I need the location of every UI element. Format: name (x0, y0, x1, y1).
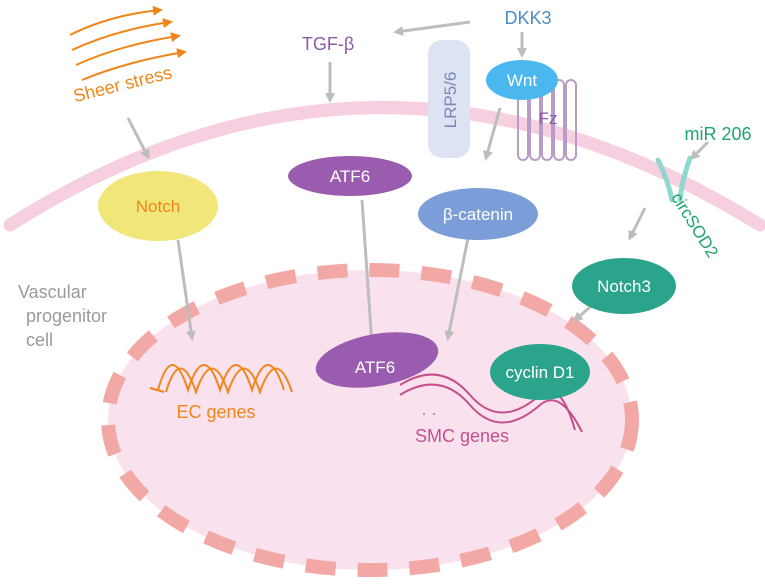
lrp-label: LRP5/6 (441, 72, 460, 129)
notch-label: Notch (136, 197, 180, 216)
cyclin-d1-node (490, 344, 590, 400)
sheer-stress-label: Sheer stress (71, 62, 174, 106)
wnt-label: Wnt (507, 71, 538, 90)
vascular-cell-line1: Vascular (18, 282, 87, 302)
tgf-beta-label: TGF-β (302, 34, 354, 54)
notch-node (98, 171, 218, 241)
atf6-cyto-label: ATF6 (330, 167, 370, 186)
atf6-nuc-label: ATF6 (355, 358, 395, 377)
beta-catenin-label: β-catenin (443, 205, 513, 224)
beta-catenin-node (418, 188, 538, 240)
mir206-label: miR 206 (684, 124, 751, 144)
vascular-cell-line2: progenitor (26, 306, 107, 326)
circsod2-receptor (655, 155, 693, 203)
sheer-stress-arrows (69, 5, 187, 81)
wnt-node (486, 60, 558, 100)
atf6-nuc-node (315, 332, 439, 388)
lrp-receptor (428, 40, 470, 158)
smc-genes-label: SMC genes (415, 426, 509, 446)
atf6-cyto-node (288, 156, 412, 196)
fz-label: Fz (539, 109, 558, 128)
notch3-label: Notch3 (597, 277, 651, 296)
signal-arrows (126, 20, 710, 348)
vascular-cell-line3: cell (26, 330, 53, 350)
smc-dots (423, 413, 435, 415)
fz-receptor (517, 79, 577, 161)
dkk3-label: DKK3 (504, 8, 551, 28)
notch3-node (572, 258, 676, 314)
cell-membrane (3, 101, 765, 232)
ec-genes-label: EC genes (176, 402, 255, 422)
ec-genes-dna (149, 364, 293, 396)
cyclin-d1-label: cyclin D1 (506, 363, 575, 382)
nucleus (101, 263, 639, 577)
